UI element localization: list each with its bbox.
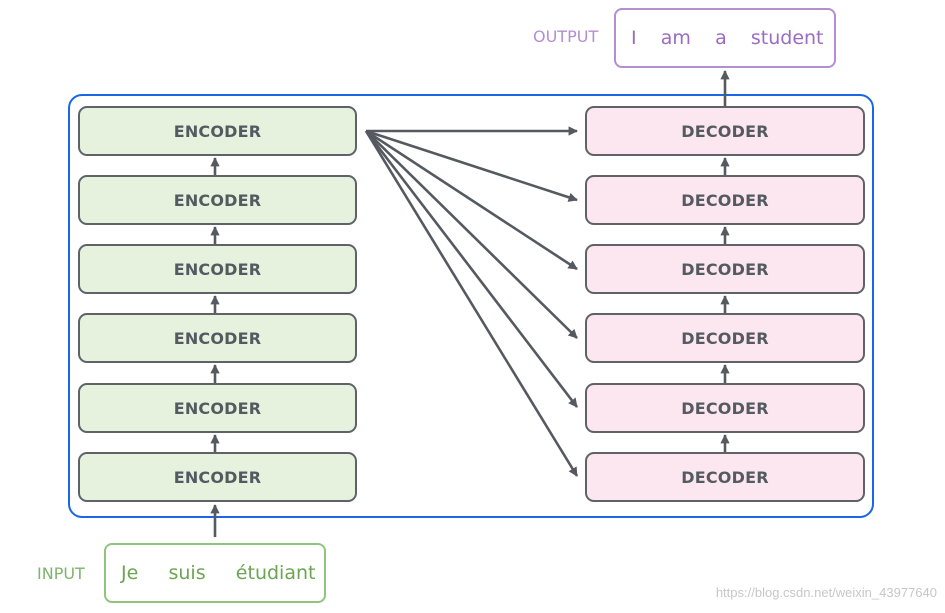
watermark-url: https://blog.csdn.net/weixin_43977640 <box>715 585 937 600</box>
encoder-to-decoder-arrow <box>364 130 579 408</box>
encoder-to-decoder-arrow <box>364 130 579 477</box>
output-sentence-box: I am a student <box>614 8 836 68</box>
output-label: OUTPUT <box>533 27 599 46</box>
encoder-to-decoder-arrow <box>365 129 578 202</box>
decoder-block-3: DECODER <box>585 313 865 363</box>
input-label: INPUT <box>37 564 85 583</box>
encoder-block-4: ENCODER <box>78 244 357 294</box>
encoder-decoder-stack-frame <box>68 94 874 518</box>
encoder-to-decoder-arrow <box>365 129 578 271</box>
encoder-to-decoder-arrow <box>365 130 578 339</box>
output-sentence: I am a student <box>631 27 824 49</box>
encoder-block-6: ENCODER <box>78 106 357 156</box>
decoder-block-1: DECODER <box>585 452 865 502</box>
decoder-block-5: DECODER <box>585 175 865 225</box>
encoder-block-1: ENCODER <box>78 452 357 502</box>
decoder-block-6: DECODER <box>585 106 865 156</box>
encoder-block-2: ENCODER <box>78 383 357 433</box>
encoder-block-3: ENCODER <box>78 313 357 363</box>
decoder-block-2: DECODER <box>585 383 865 433</box>
input-sentence: Je suis étudiant <box>121 562 316 584</box>
decoder-block-4: DECODER <box>585 244 865 294</box>
input-sentence-box: Je suis étudiant <box>104 543 326 603</box>
encoder-block-5: ENCODER <box>78 175 357 225</box>
